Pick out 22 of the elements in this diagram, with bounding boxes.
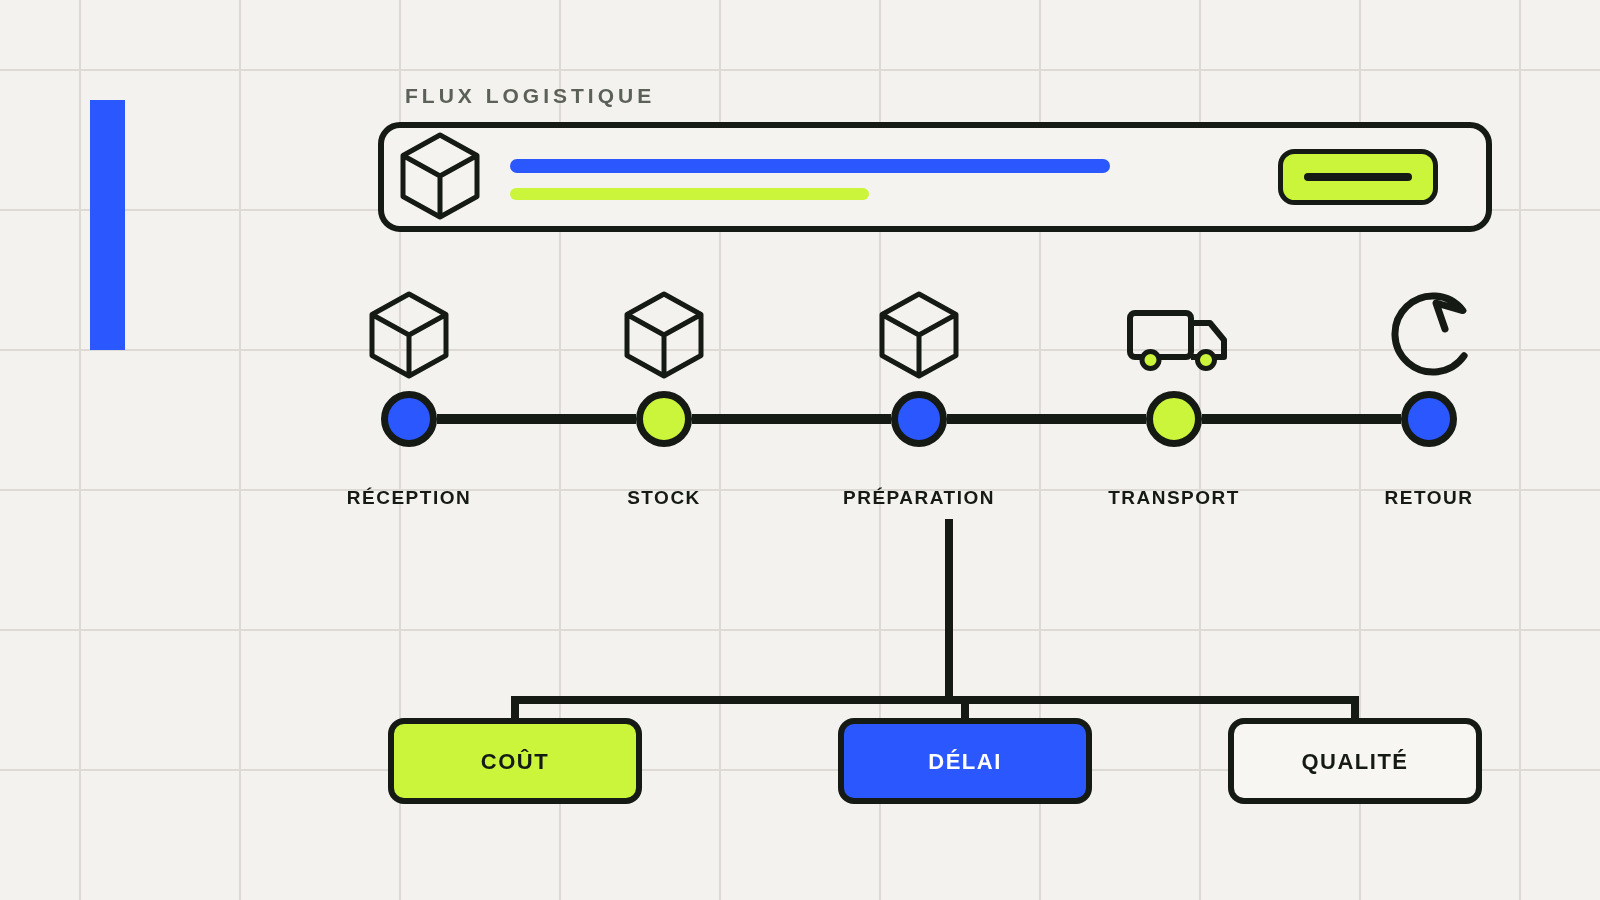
step-label: STOCK bbox=[627, 487, 701, 509]
timeline-dot bbox=[1146, 391, 1202, 447]
window-panel bbox=[378, 122, 1492, 232]
kpi-label: DÉLAI bbox=[928, 749, 1002, 775]
timeline-dot bbox=[636, 391, 692, 447]
timeline-dot bbox=[381, 391, 437, 447]
kpi-box bbox=[1228, 718, 1482, 804]
kpi-label: COÛT bbox=[480, 749, 550, 775]
timeline-dot bbox=[1401, 391, 1457, 447]
timeline-line bbox=[947, 414, 1146, 424]
timeline-line bbox=[692, 414, 891, 424]
kpi-label: QUALITÉ bbox=[1301, 749, 1409, 775]
step-label: RÉCEPTION bbox=[346, 487, 472, 509]
diagram-title: FLUX LOGISTIQUE bbox=[405, 84, 656, 108]
timeline-line bbox=[1202, 414, 1401, 424]
kpi-box bbox=[838, 718, 1092, 804]
timeline-line bbox=[437, 414, 636, 424]
step-label: PRÉPARATION bbox=[843, 487, 995, 509]
step-label: TRANSPORT bbox=[1108, 487, 1240, 509]
kpi-box bbox=[388, 718, 642, 804]
step-label: RETOUR bbox=[1384, 487, 1474, 509]
timeline-dot bbox=[891, 391, 947, 447]
